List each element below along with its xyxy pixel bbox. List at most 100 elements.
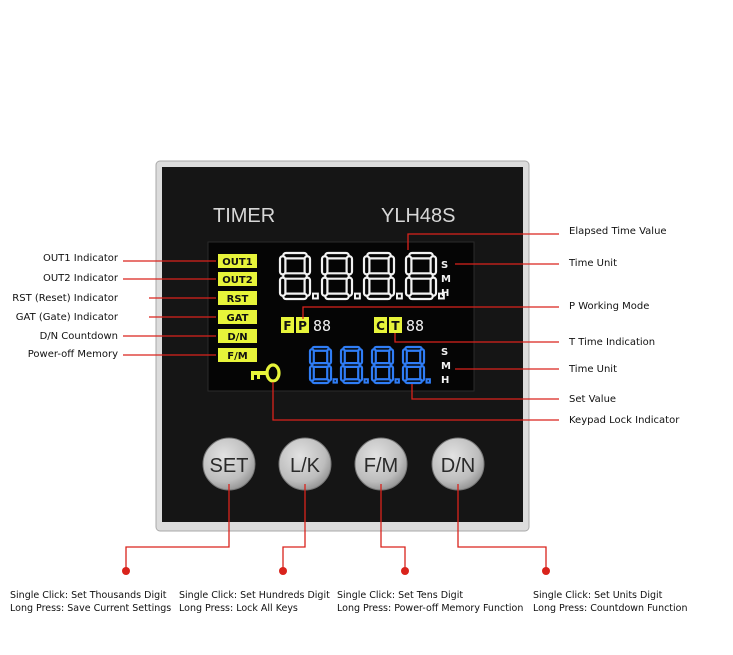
top-digit-segment (408, 292, 434, 301)
callout-gat: GAT (Gate) Indicator (15, 312, 118, 323)
fm-long-press: Long Press: Power-off Memory Function (337, 603, 524, 614)
lk-button-label: L/K (290, 455, 321, 477)
bottom-digit-decimal-point (363, 378, 369, 384)
lk-button-desc: Single Click: Set Hundreds Digit Long Pr… (179, 589, 330, 615)
top-digit-segment (362, 276, 371, 297)
bottom-digit-segment (342, 362, 361, 368)
mode-p: P (298, 319, 307, 333)
top-digit-segment (366, 272, 392, 280)
bottom-digit-segment (373, 362, 392, 368)
top-digit-segment (404, 255, 413, 276)
bottom-digit-segment (339, 365, 346, 382)
dn-single-click: Single Click: Set Units Digit (533, 590, 663, 601)
mode-f-box (281, 317, 294, 333)
elapsed-time-display (278, 251, 445, 301)
leader-dot (122, 567, 130, 575)
fm-single-click: Single Click: Set Tens Digit (337, 590, 464, 601)
bottom-digit-segment (401, 348, 408, 365)
top-digit-segment (387, 255, 396, 276)
top-digit-segment (345, 255, 354, 276)
top-digit-segment (282, 272, 308, 280)
indicator-fm: F/M (227, 351, 247, 362)
top-digit-segment (366, 292, 392, 301)
leader-dot (279, 567, 287, 575)
top-digit-segment (278, 255, 287, 276)
set-value-display (308, 345, 431, 385)
bottom-digit-segment (311, 362, 330, 368)
bottom-digit-segment (308, 348, 315, 365)
callout-ttime: T Time Indication (569, 337, 656, 348)
callout-pmode: P Working Mode (569, 301, 650, 312)
bottom-digit-segment (401, 365, 408, 382)
leader-elapsed (407, 233, 559, 250)
indicator-rst: RST (227, 294, 249, 305)
dn-button-desc: Single Click: Set Units Digit Long Press… (533, 589, 688, 615)
bottom-unit-m: M (441, 361, 451, 372)
set-button[interactable]: SET (202, 437, 256, 491)
mode-p-box (296, 317, 309, 333)
indicator-dn: D/N (227, 332, 247, 343)
top-digit-decimal-point (396, 292, 403, 300)
top-digit-segment (320, 255, 329, 276)
top-unit-h: H (441, 288, 449, 299)
leader-set (125, 484, 230, 568)
bottom-digit-segment (326, 348, 333, 365)
brand-label: TIMER (213, 205, 275, 227)
callout-keylock: Keypad Lock Indicator (569, 415, 680, 426)
callout-unit-top: Time Unit (569, 258, 618, 269)
top-digit-segment (303, 255, 312, 276)
indicator-box (218, 272, 257, 286)
leader-lines (123, 233, 559, 568)
top-digit-segment (408, 251, 434, 260)
model-label: YLH48S (381, 205, 456, 227)
callout-dn: D/N Countdown (39, 331, 118, 342)
top-digit-segment (320, 276, 329, 297)
top-digit-segment (366, 251, 392, 260)
bottom-digit-segment (388, 348, 395, 365)
mode-c: C (376, 319, 385, 333)
callout-out1: OUT1 Indicator (42, 253, 118, 264)
top-digit-decimal-point (312, 292, 319, 300)
top-digit-decimal-point (438, 292, 445, 300)
set-button-desc: Single Click: Set Thousands Digit Long P… (10, 589, 171, 615)
leader-fm-btn (380, 484, 406, 568)
mode-t: T (391, 319, 400, 333)
bottom-digit-segment (419, 348, 426, 365)
fm-button-label: F/M (364, 455, 398, 477)
key-icon (251, 363, 281, 383)
leader-dn-btn (457, 484, 547, 568)
callout-out2: OUT2 Indicator (42, 273, 118, 284)
indicator-out1: OUT1 (222, 257, 252, 268)
bottom-digit-segment (370, 365, 377, 382)
dn-button[interactable]: D/N (431, 437, 485, 491)
indicator-box (218, 310, 257, 324)
indicator-box (218, 254, 257, 268)
set-single-click: Single Click: Set Thousands Digit (10, 590, 167, 601)
mode-f: F (283, 319, 291, 333)
indicator-box (218, 291, 257, 305)
mode-t-box (389, 317, 402, 333)
indicator-box (218, 348, 257, 362)
lk-single-click: Single Click: Set Hundreds Digit (179, 590, 330, 601)
fm-button[interactable]: F/M (354, 437, 408, 491)
bottom-digit-segment (370, 348, 377, 365)
bottom-digit-segment (308, 365, 315, 382)
bottom-digit-decimal-point (394, 378, 400, 384)
callout-rst: RST (Reset) Indicator (12, 293, 118, 304)
top-digit-segment (282, 292, 308, 301)
top-unit-m: M (441, 274, 451, 285)
leader-dot (401, 567, 409, 575)
set-button-label: SET (210, 455, 249, 477)
bottom-unit-h: H (441, 375, 449, 386)
top-digit-segment (429, 255, 438, 276)
bottom-digit-segment (404, 362, 423, 368)
set-long-press: Long Press: Save Current Settings (10, 603, 172, 614)
callout-setvalue: Set Value (569, 394, 617, 405)
callout-fm: Power-off Memory (27, 349, 118, 360)
lk-button[interactable]: L/K (278, 437, 332, 491)
leader-setvalue (411, 384, 559, 400)
callout-elapsed: Elapsed Time Value (569, 226, 667, 237)
indicator-out2: OUT2 (222, 275, 252, 286)
dn-long-press: Long Press: Countdown Function (533, 603, 688, 614)
leader-dots (122, 567, 550, 575)
